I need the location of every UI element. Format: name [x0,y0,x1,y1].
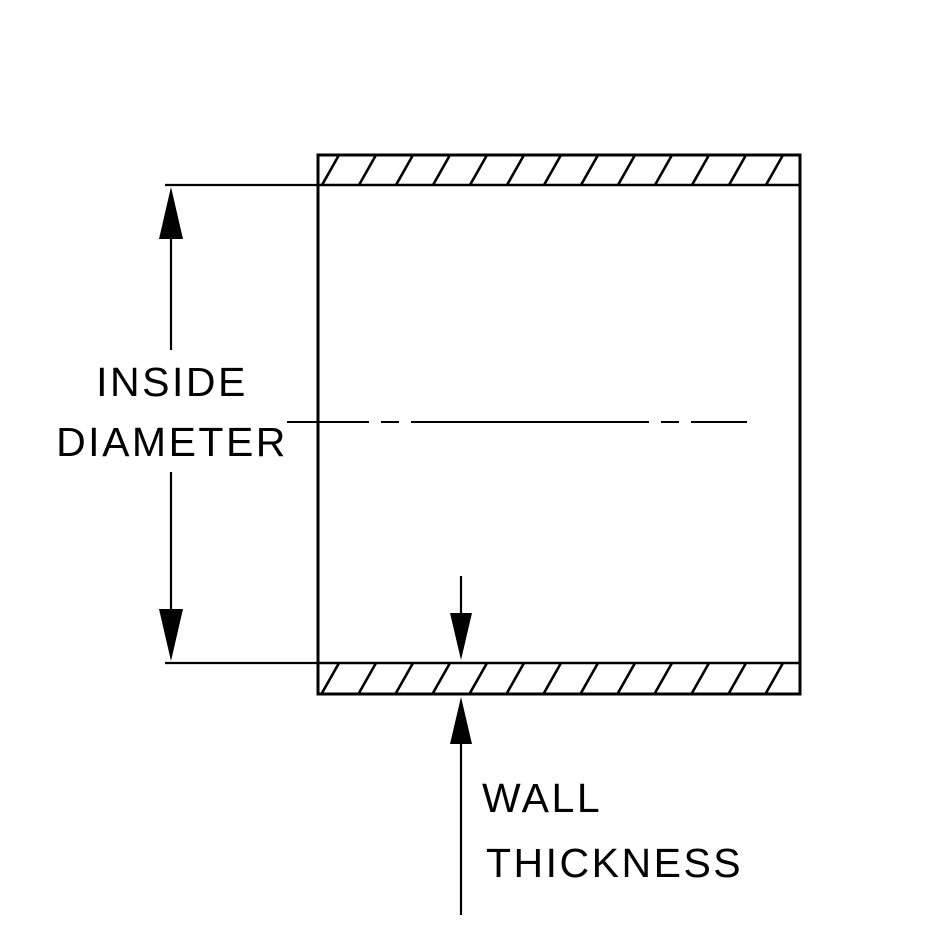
wall-arrowhead-up [450,697,472,744]
wall-thickness-label-line2: THICKNESS [486,840,743,886]
arrowhead-down [159,609,183,661]
bottom-wall-hatching [318,663,800,693]
tube-body-outline [316,153,802,696]
inside-diameter-label-line2: DIAMETER [56,419,288,465]
arrowhead-up [159,187,183,239]
top-wall-hatching [318,155,800,185]
inside-diameter-label-line1: INSIDE [96,359,248,405]
wall-thickness-label-line1: WALL [482,775,602,821]
wall-arrowhead-down [450,613,472,660]
